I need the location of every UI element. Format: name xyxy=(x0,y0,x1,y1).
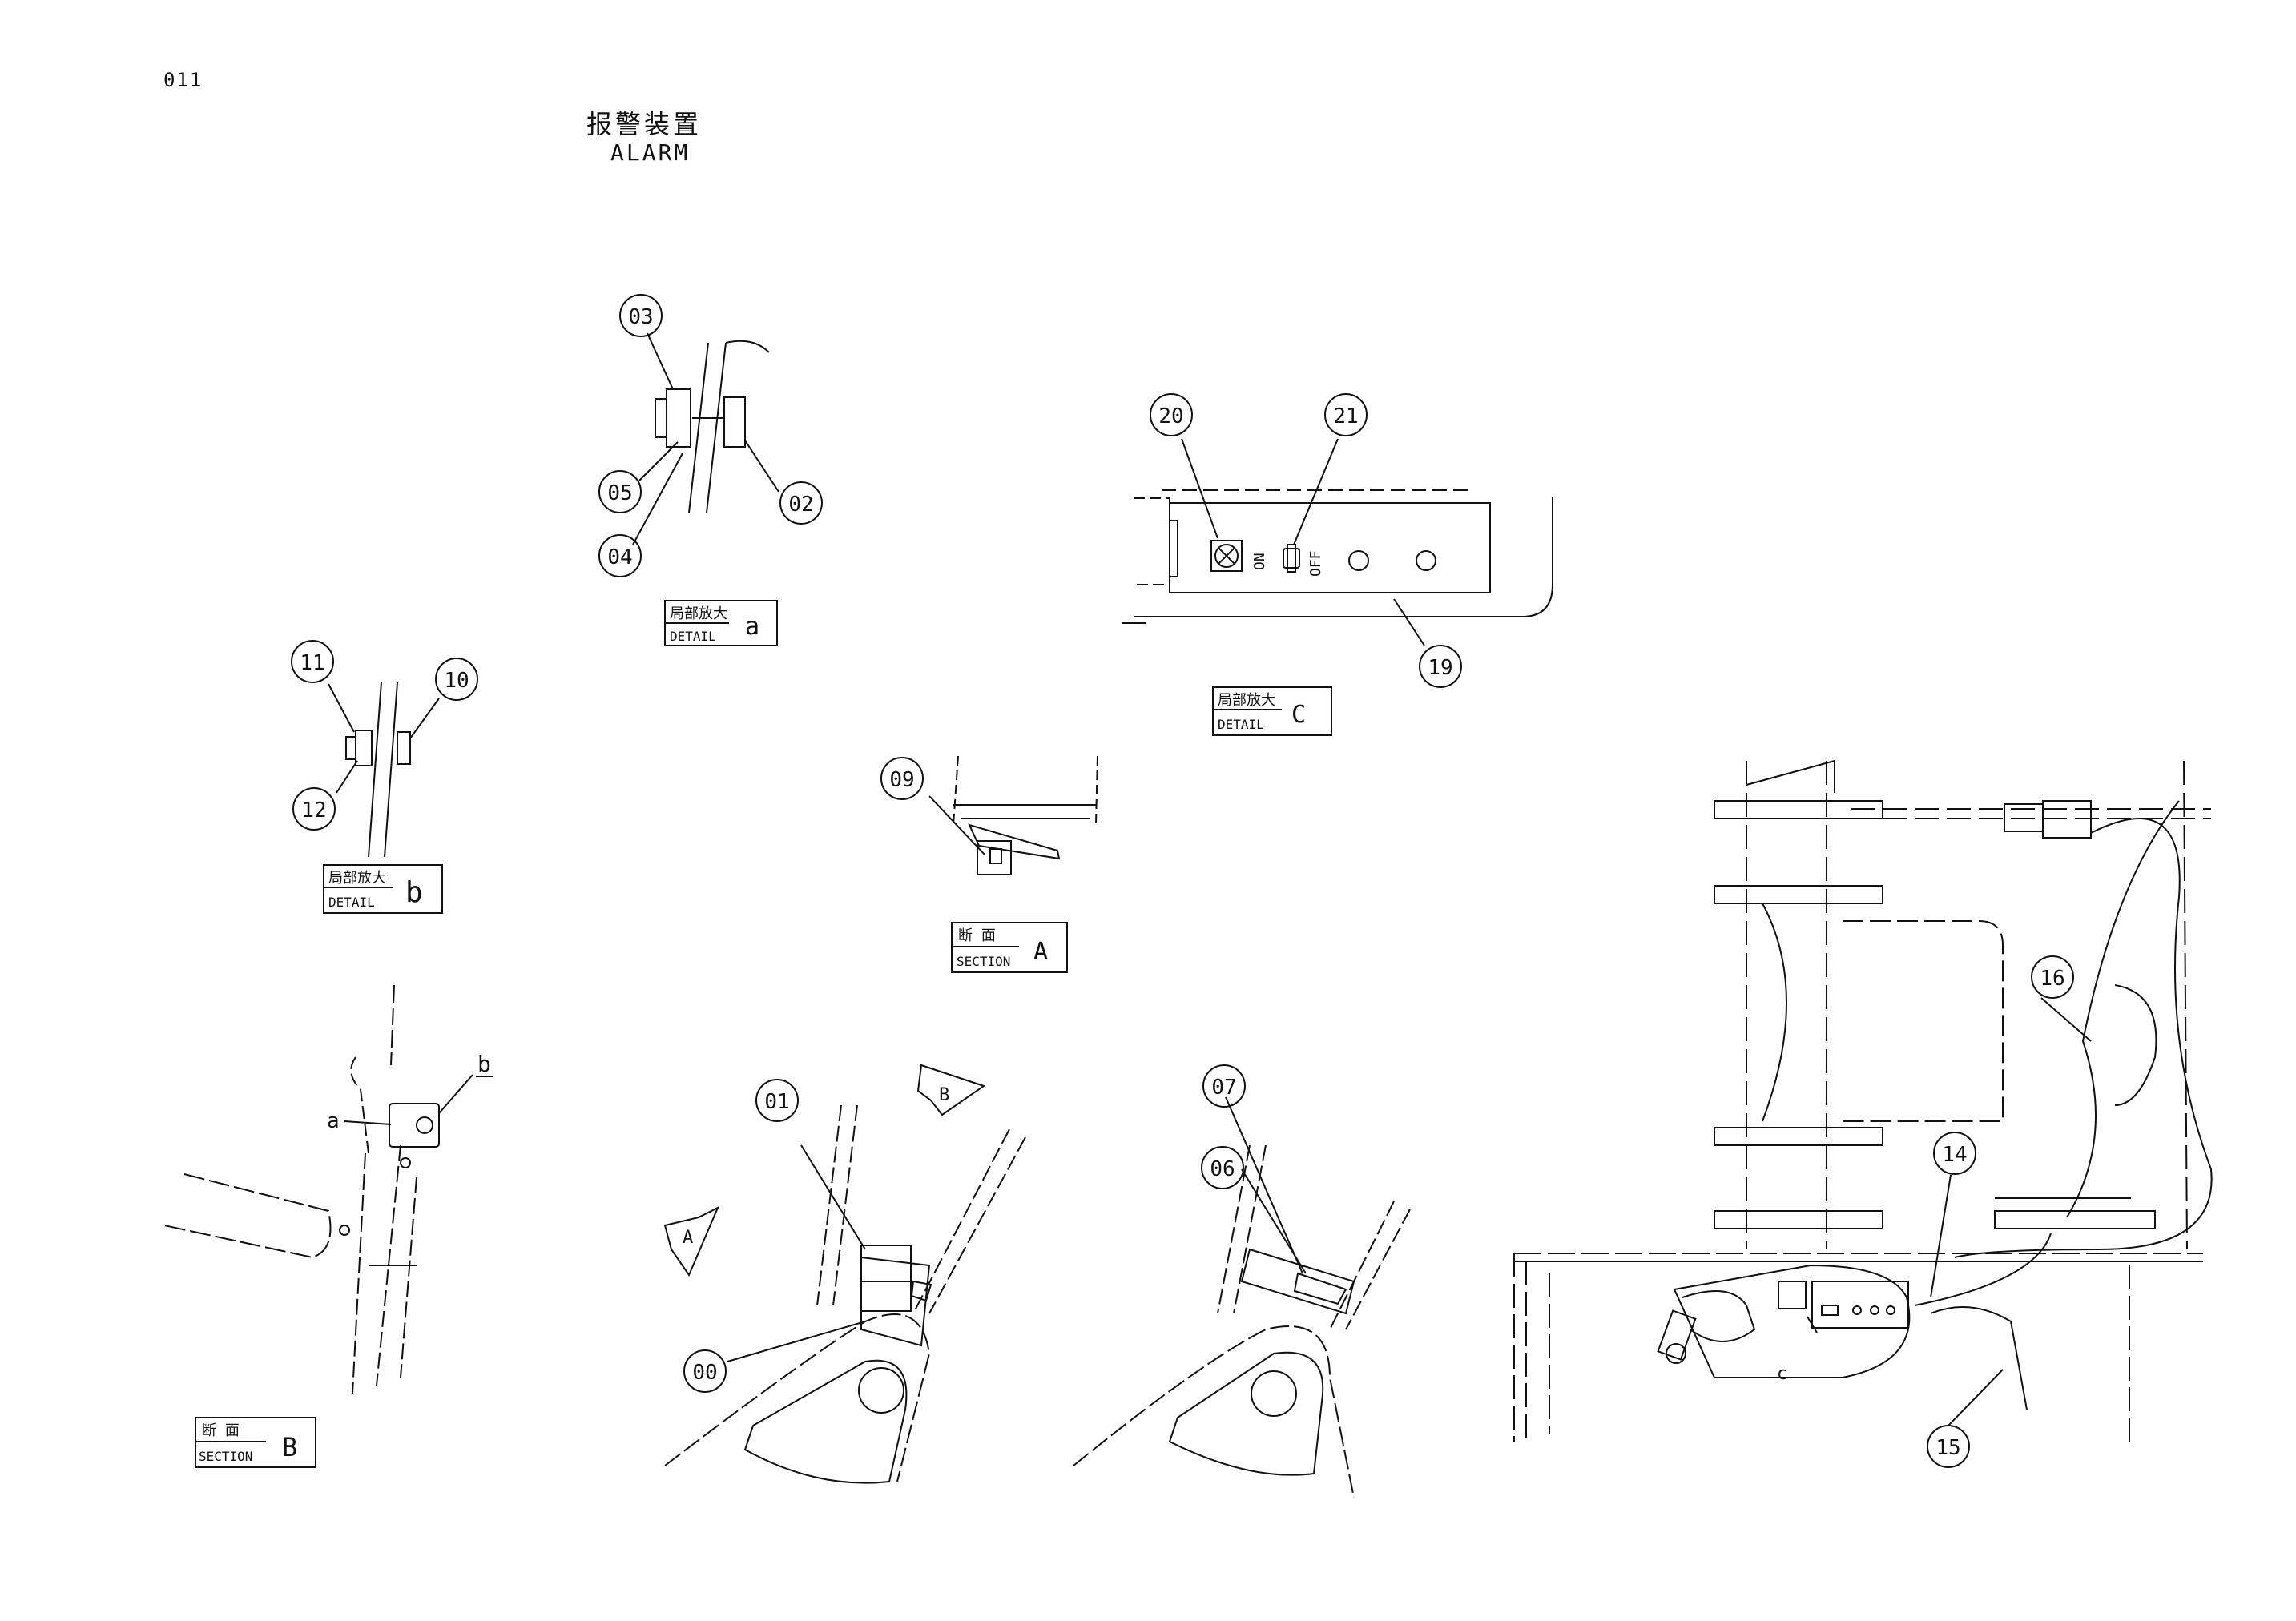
callout-04: 04 xyxy=(607,545,632,569)
callout-circles xyxy=(291,294,2074,1468)
callout-19: 19 xyxy=(1428,656,1452,680)
detail-c-label-top: 局部放大 xyxy=(1218,692,1275,709)
callout-16: 16 xyxy=(2040,967,2064,991)
callout-07: 07 xyxy=(1211,1076,1236,1100)
view-arrow-b-shape xyxy=(916,1064,986,1116)
callout-11: 11 xyxy=(300,651,324,675)
detail-a-label-bottom: DETAIL xyxy=(670,629,716,644)
section-b-drawing xyxy=(163,984,473,1394)
callout-12: 12 xyxy=(301,798,326,823)
callout-20: 20 xyxy=(1158,404,1183,428)
page-number: 011 xyxy=(163,69,203,91)
callout-02: 02 xyxy=(788,493,813,517)
section-b-label-bottom: SECTION xyxy=(199,1449,252,1464)
marker-a: a xyxy=(327,1109,340,1133)
switch-on-label: ON xyxy=(1251,553,1268,570)
section-bracket-07-drawing xyxy=(1073,1096,1411,1498)
view-arrow-a-shape xyxy=(663,1205,719,1277)
title-chinese: 报警装置 xyxy=(586,109,703,139)
detail-b-drawing xyxy=(328,682,440,858)
machine-frame-drawing xyxy=(1513,759,2213,1442)
section-a-letter: A xyxy=(1033,938,1048,966)
callout-15: 15 xyxy=(1935,1436,1960,1460)
view-arrow-b-letter: B xyxy=(939,1085,949,1105)
detail-a-letter: a xyxy=(745,613,759,641)
section-bracket-01-drawing xyxy=(664,1104,1026,1484)
section-b-letter: B xyxy=(282,1432,297,1462)
title-english: ALARM xyxy=(610,139,691,166)
section-a-drawing xyxy=(928,755,1098,875)
detail-b-letter: b xyxy=(405,876,423,909)
callout-03: 03 xyxy=(628,305,653,329)
callout-21: 21 xyxy=(1333,404,1358,428)
detail-a-drawing xyxy=(632,332,779,545)
detail-a-label-top: 局部放大 xyxy=(670,605,727,622)
section-b-label-top: 断 面 xyxy=(202,1422,240,1439)
detail-c-letter: C xyxy=(1291,701,1306,729)
callout-01: 01 xyxy=(764,1090,789,1114)
callout-05: 05 xyxy=(607,481,632,505)
detail-b-label-bottom: DETAIL xyxy=(328,895,375,910)
marker-b: b xyxy=(477,1051,491,1077)
detail-c-drawing xyxy=(1122,438,1553,646)
marker-c: c xyxy=(1777,1364,1787,1384)
callout-00: 00 xyxy=(692,1361,717,1385)
callout-06: 06 xyxy=(1210,1157,1235,1181)
callout-10: 10 xyxy=(444,669,469,693)
view-arrow-a-letter: A xyxy=(683,1228,693,1248)
callout-09: 09 xyxy=(889,768,914,792)
section-a-label-bottom: SECTION xyxy=(957,954,1010,969)
callout-14: 14 xyxy=(1942,1143,1967,1167)
detail-c-label-bottom: DETAIL xyxy=(1218,717,1264,732)
section-a-label-top: 断 面 xyxy=(958,927,996,944)
switch-off-label: OFF xyxy=(1307,550,1324,577)
detail-b-label-top: 局部放大 xyxy=(328,870,386,887)
